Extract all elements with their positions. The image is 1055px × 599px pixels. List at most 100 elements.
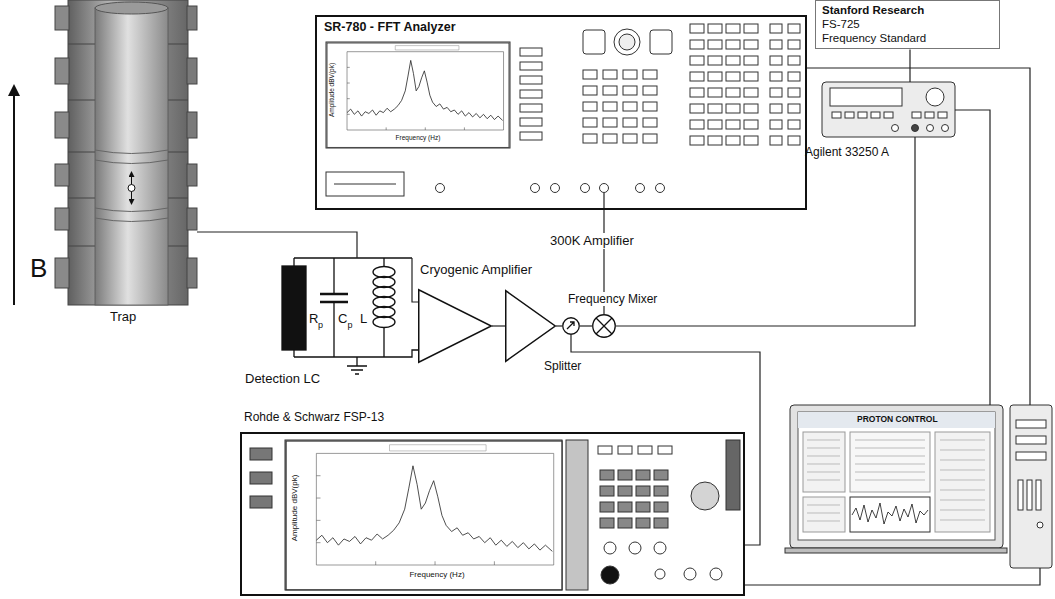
- control-computer: [1018, 480, 1023, 510]
- fft-analyzer-panel: [690, 136, 704, 145]
- fft-analyzer-panel: [690, 72, 704, 81]
- lc-circuit: [320, 294, 348, 302]
- node-title: Frequency Mixer: [566, 292, 659, 306]
- control-computer: PROTON CONTROL: [790, 405, 1052, 568]
- penning-trap: [55, 0, 197, 305]
- spectrum-analyzer-panel: [600, 518, 614, 528]
- spectrum-analyzer-panel: [285, 440, 562, 590]
- fft-analyzer-panel: [708, 136, 722, 145]
- lc-circuit: [282, 266, 306, 350]
- part-label: Amplitude dBV(pk): [328, 63, 335, 117]
- fft-analyzer-panel: [770, 120, 782, 129]
- fft-analyzer-panel: [788, 72, 800, 81]
- penning-trap: [95, 150, 168, 222]
- spectrum-analyzer-panel: [250, 448, 272, 460]
- fft-analyzer-panel: [690, 24, 704, 33]
- fft-analyzer-panel: [788, 40, 800, 49]
- lc-circuit: [347, 357, 367, 374]
- node-title: Cryogenic Amplifier: [420, 262, 532, 278]
- node-title: Splitter: [544, 359, 581, 373]
- fft-analyzer-panel: [623, 70, 637, 79]
- penning-trap: [187, 164, 197, 186]
- fft-analyzer-panel: [650, 30, 672, 54]
- node-title: Detection LC: [245, 371, 320, 387]
- fft-analyzer-panel: [643, 102, 657, 111]
- fft-analyzer-panel: [520, 104, 542, 112]
- fft-analyzer-panel: [744, 56, 758, 65]
- signal-wire: [745, 568, 1040, 585]
- fft-analyzer-panel: [726, 40, 740, 49]
- amplifier-symbol: Cryogenic Amplifier: [418, 289, 492, 363]
- control-computer: [803, 497, 845, 532]
- spectrum-analyzer-panel: [618, 502, 632, 512]
- function-generator: [832, 112, 841, 118]
- fft-analyzer-panel: [744, 136, 758, 145]
- part-label: L: [360, 312, 367, 327]
- control-computer: [850, 497, 930, 532]
- mixer-outline: [593, 315, 616, 338]
- control-computer: [1016, 436, 1046, 444]
- spectrum-analyzer-panel: [636, 502, 650, 512]
- spectrum-analyzer-panel: [684, 568, 696, 580]
- control-computer: [940, 440, 985, 520]
- node-title: Trap: [110, 309, 136, 325]
- penning-trap: Trap: [55, 0, 197, 305]
- penning-trap: [187, 258, 197, 288]
- fft-analyzer-panel: [520, 90, 542, 98]
- fft-analyzer-panel: [744, 88, 758, 97]
- fft-analyzer-panel: [788, 120, 800, 129]
- penning-trap: [55, 58, 69, 84]
- fft-analyzer-panel: [603, 134, 617, 143]
- fft-analyzer-panel: [326, 24, 800, 210]
- fft-analyzer-panel: [708, 56, 722, 65]
- fft-analyzer-panel: [583, 118, 597, 127]
- function-generator: [927, 125, 934, 132]
- spectrum-analyzer-panel: [654, 518, 668, 528]
- fft-analyzer-panel: [623, 86, 637, 95]
- penning-trap: [55, 208, 69, 230]
- spectrum-analyzer-panel: [566, 440, 588, 590]
- fft-analyzer-panel: [770, 88, 782, 97]
- fft-analyzer-panel: [770, 24, 782, 33]
- splitter-outline: [562, 317, 580, 335]
- signal-wire: [807, 68, 1030, 405]
- fft-analyzer-panel: [788, 136, 800, 145]
- control-computer: [850, 432, 930, 492]
- function-generator: [832, 112, 947, 118]
- fft-analyzer-panel: [603, 86, 617, 95]
- fft-analyzer-panel: [623, 118, 637, 127]
- field-arrow: [14, 90, 15, 305]
- spectrum-analyzer-panel: [654, 486, 668, 496]
- amp-outline: [506, 291, 556, 362]
- function-generator: [942, 125, 949, 132]
- spectrum-analyzer-panel: [658, 446, 672, 454]
- node-title: SR-780 - FFT Analyzer: [324, 20, 456, 35]
- splitter-outline: [567, 322, 574, 329]
- spectrum-analyzer-panel: [250, 496, 272, 508]
- spectrum-analyzer-panel: [654, 502, 668, 512]
- control-computer: [1037, 522, 1043, 528]
- penning-trap: [68, 0, 188, 305]
- splitter-symbol: Splitter: [562, 317, 580, 335]
- signal-wire: [955, 110, 990, 405]
- spectrum-analyzer-panel: [655, 569, 665, 579]
- spectrum-analyzer-panel: [250, 440, 740, 590]
- node-text: Frequency Standard: [822, 32, 926, 46]
- amplifier-symbol: 300K Amplifier: [505, 290, 556, 362]
- spectrum-analyzer-panel: [618, 486, 632, 496]
- node-title: Stanford Research: [822, 4, 924, 18]
- control-computer: [1036, 480, 1041, 510]
- spectrum-analyzer-panel: [618, 446, 632, 454]
- penning-trap: [187, 208, 197, 230]
- fft-analyzer-panel: [656, 184, 665, 193]
- function-generator: Agilent 33250 A: [822, 82, 955, 137]
- function-generator: [912, 112, 921, 118]
- control-computer: [785, 548, 1007, 553]
- detection-circuit: Detection LC: [278, 258, 412, 359]
- penning-trap: [128, 185, 135, 192]
- mixer-outline: [592, 314, 616, 338]
- fft-analyzer-panel: [708, 40, 722, 49]
- spectrum-analyzer-panel: [691, 482, 719, 510]
- spectrum-analyzer-panel: [636, 518, 650, 528]
